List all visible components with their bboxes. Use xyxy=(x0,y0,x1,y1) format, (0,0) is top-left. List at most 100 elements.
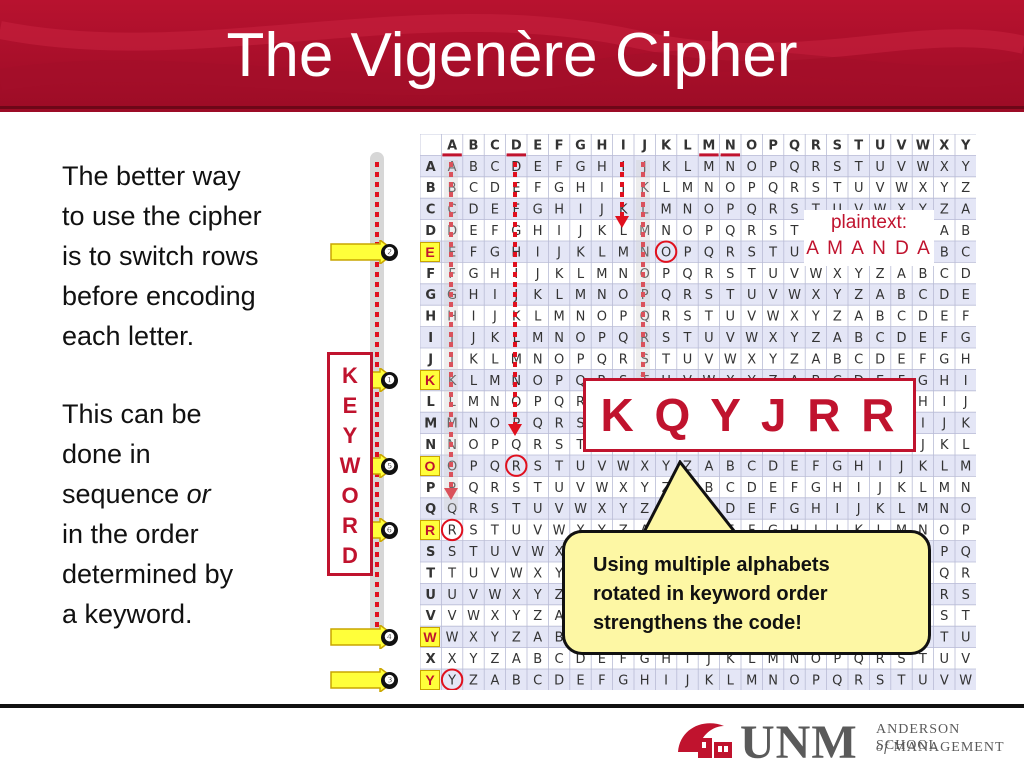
tableau-cell: O xyxy=(789,673,799,688)
tableau-cell: D xyxy=(490,181,500,196)
tableau-cell: Z xyxy=(961,181,970,196)
tableau-cell: Y xyxy=(554,566,563,581)
tableau-cell: D xyxy=(554,673,564,688)
tableau-cell: P xyxy=(491,438,499,453)
tableau-cell: I xyxy=(835,502,839,517)
tableau-cell: X xyxy=(811,288,820,303)
tableau-cell: O xyxy=(939,524,949,539)
tableau-cell: W xyxy=(595,481,608,496)
tableau-cell: N xyxy=(469,417,479,432)
tableau-row-label: B xyxy=(426,181,436,196)
tableau-cell: V xyxy=(555,502,564,517)
tableau-circled-cell xyxy=(505,454,528,477)
tableau-cell: B xyxy=(940,245,949,260)
tableau-cell: S xyxy=(576,417,584,432)
tableau-cell: G xyxy=(490,245,500,260)
tableau-cell: K xyxy=(448,374,457,389)
tableau-cell: T xyxy=(576,438,585,453)
tableau-cell: P xyxy=(598,331,606,346)
tableau-cell: W xyxy=(574,502,587,517)
tableau-cell: K xyxy=(469,352,478,367)
tableau-cell: X xyxy=(512,588,521,603)
tableau-row-label: D xyxy=(425,224,436,239)
tableau-cell: S xyxy=(833,160,841,175)
tableau-cell: T xyxy=(554,459,563,474)
tableau-cell: P xyxy=(833,652,841,667)
tableau-cell: V xyxy=(769,288,778,303)
tableau-row-label: I xyxy=(428,331,433,346)
tableau-cell: W xyxy=(467,609,480,624)
tableau-cell: S xyxy=(491,502,499,517)
tableau-cell: R xyxy=(683,288,692,303)
callout-tail xyxy=(639,460,742,538)
tableau-cell: G xyxy=(468,267,478,282)
tableau-cell: I xyxy=(621,160,625,175)
keyword-letter: D xyxy=(342,543,358,568)
tableau-cell: B xyxy=(448,181,457,196)
tableau-cell: I xyxy=(942,395,946,410)
body-paragraph-1: The better way to use the cipher is to s… xyxy=(62,161,262,351)
tableau-cell: H xyxy=(640,673,650,688)
tableau-cell: R xyxy=(619,352,628,367)
tableau-cell: G xyxy=(533,203,543,218)
tableau-cell: Y xyxy=(768,352,777,367)
tableau-cell: N xyxy=(790,652,800,667)
tableau-cell: F xyxy=(513,203,520,218)
tableau-cell: E xyxy=(962,288,970,303)
tableau-cell: X xyxy=(918,181,927,196)
tableau-cell: X xyxy=(448,652,457,667)
tableau-cell: M xyxy=(746,673,757,688)
tableau-cell: R xyxy=(854,673,863,688)
tableau-cell: E xyxy=(534,160,542,175)
tableau-cell: V xyxy=(790,267,799,282)
tableau-cell: V xyxy=(704,352,713,367)
tableau-cell: L xyxy=(962,438,970,453)
school-name-management: MANAGEMENT xyxy=(888,740,1005,755)
column-d-arrowhead xyxy=(508,424,522,436)
tableau-cell: X xyxy=(790,310,799,325)
tableau-cell: T xyxy=(832,181,841,196)
tableau-cell: F xyxy=(962,310,969,325)
tableau-cell: M xyxy=(660,203,671,218)
tableau-cell: Q xyxy=(725,224,735,239)
tableau-cell: Y xyxy=(447,673,456,688)
tableau-cell: L xyxy=(919,481,927,496)
tableau-cell: D xyxy=(875,352,885,367)
column-a-arrowhead xyxy=(444,488,458,500)
tableau-cell: O xyxy=(704,203,714,218)
tableau-cell: U xyxy=(554,481,564,496)
tableau-row-label: G xyxy=(425,288,436,303)
tableau-header-letter: Y xyxy=(960,138,971,153)
tableau-cell: T xyxy=(854,160,863,175)
tableau-cell: D xyxy=(447,224,457,239)
tableau-cell: R xyxy=(490,481,499,496)
tableau-cell: T xyxy=(683,331,692,346)
tableau-header-letter: F xyxy=(555,138,564,153)
tableau-cell: J xyxy=(856,502,861,517)
tableau-cell: A xyxy=(533,631,542,646)
tableau-cell: S xyxy=(641,352,649,367)
tableau-cell: H xyxy=(597,160,607,175)
tableau-cell: X xyxy=(940,160,949,175)
tableau-header-letter: T xyxy=(854,138,863,153)
tableau-cell: L xyxy=(534,310,542,325)
tableau-cell: A xyxy=(811,352,820,367)
tableau-cell: N xyxy=(554,331,564,346)
tableau-header-letter: C xyxy=(490,138,500,153)
tableau-cell: W xyxy=(767,310,780,325)
tableau-cell: T xyxy=(768,245,777,260)
tableau-cell: L xyxy=(555,288,563,303)
tableau-cell: D xyxy=(468,203,478,218)
tableau-cell: F xyxy=(534,181,541,196)
tableau-cell: C xyxy=(961,245,970,260)
keyword-letter: W xyxy=(339,453,361,478)
tableau-circled-cell xyxy=(440,668,464,690)
tableau-cell: Y xyxy=(811,310,820,325)
tableau-cell: N xyxy=(661,224,671,239)
title-banner: The Vigenère Cipher xyxy=(0,0,1024,112)
tableau-cell: Y xyxy=(618,502,627,517)
tableau-cell: Y xyxy=(832,288,841,303)
tableau-cell: U xyxy=(726,310,736,325)
tableau-cell: T xyxy=(790,224,799,239)
tableau-row-label: N xyxy=(425,438,436,453)
